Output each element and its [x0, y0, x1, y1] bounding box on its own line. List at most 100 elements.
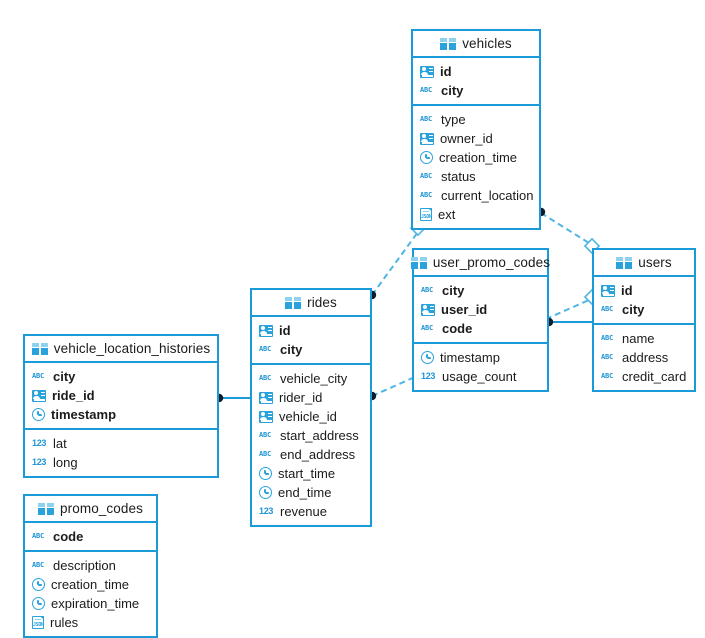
table-header[interactable]: user_promo_codes — [410, 250, 551, 277]
primary-key-row[interactable]: id — [252, 321, 370, 340]
primary-key-row[interactable]: ride_id — [25, 386, 217, 405]
primary-key-row[interactable]: id — [594, 281, 694, 300]
column-row[interactable]: creation_time — [413, 148, 539, 167]
relationship-user_promo_codes-to-vehicles[interactable] — [536, 207, 601, 255]
table-title: vehicle_location_histories — [53, 341, 211, 356]
column-row[interactable]: vehicle_id — [252, 407, 370, 426]
id-icon — [259, 391, 273, 404]
relationship-user_promo_codes-to-users[interactable] — [544, 317, 592, 327]
column-row[interactable]: ABC name — [594, 329, 694, 348]
abc-icon: ABC — [601, 334, 614, 342]
table-title: user_promo_codes — [432, 255, 551, 270]
column-label: lat — [53, 436, 67, 451]
column-row[interactable]: owner_id — [413, 129, 539, 148]
column-label: name — [622, 331, 655, 346]
relationship-line — [540, 212, 590, 244]
table-icon — [38, 502, 55, 515]
column-label: status — [441, 169, 476, 184]
table-icon — [410, 256, 427, 269]
column-label: code — [442, 321, 473, 336]
id-icon — [259, 410, 273, 423]
table-header[interactable]: vehicles — [413, 31, 539, 58]
id-icon — [259, 324, 273, 337]
column-label: rules — [50, 615, 79, 630]
table-header[interactable]: users — [594, 250, 694, 277]
column-label: start_address — [280, 428, 359, 443]
column-label: timestamp — [51, 407, 117, 422]
clock-icon — [259, 467, 272, 480]
primary-key-row[interactable]: timestamp — [25, 405, 217, 424]
abc-icon: ABC — [259, 450, 272, 458]
column-row[interactable]: timestamp — [414, 348, 547, 367]
table-title: users — [638, 255, 672, 270]
id-icon — [420, 65, 434, 78]
primary-key-row[interactable]: ABC city — [252, 340, 370, 359]
relationship-vehicle_location_histories-to-rides[interactable] — [214, 393, 250, 403]
abc-icon: ABC — [420, 86, 433, 94]
clock-icon — [259, 486, 272, 499]
column-label: ride_id — [52, 388, 95, 403]
column-label: revenue — [280, 504, 327, 519]
id-icon — [601, 284, 615, 297]
table-title: promo_codes — [60, 501, 143, 516]
column-label: code — [53, 529, 84, 544]
column-label: start_time — [278, 466, 336, 481]
column-row[interactable]: end_time — [252, 483, 370, 502]
abc-icon: ABC — [259, 345, 272, 353]
id-icon — [32, 389, 46, 402]
primary-key-row[interactable]: id — [413, 62, 539, 81]
abc-icon: ABC — [32, 372, 45, 380]
column-label: description — [53, 558, 116, 573]
column-label: current_location — [441, 188, 534, 203]
table-header[interactable]: promo_codes — [25, 496, 156, 523]
column-label: rider_id — [279, 390, 323, 405]
column-label: long — [53, 455, 78, 470]
column-row[interactable]: creation_time — [25, 575, 156, 594]
table-header[interactable]: rides — [252, 290, 370, 317]
column-row[interactable]: ABC current_location — [413, 186, 539, 205]
column-row[interactable]: rider_id — [252, 388, 370, 407]
column-row[interactable]: start_time — [252, 464, 370, 483]
column-row[interactable]: expiration_time — [25, 594, 156, 613]
clock-icon — [32, 597, 45, 610]
column-label: city — [280, 342, 303, 357]
primary-key-row[interactable]: user_id — [414, 300, 547, 319]
column-label: city — [622, 302, 645, 317]
column-label: address — [622, 350, 669, 365]
abc-icon: ABC — [420, 191, 433, 199]
column-label: owner_id — [440, 131, 493, 146]
table-header[interactable]: vehicle_location_histories — [25, 336, 217, 363]
